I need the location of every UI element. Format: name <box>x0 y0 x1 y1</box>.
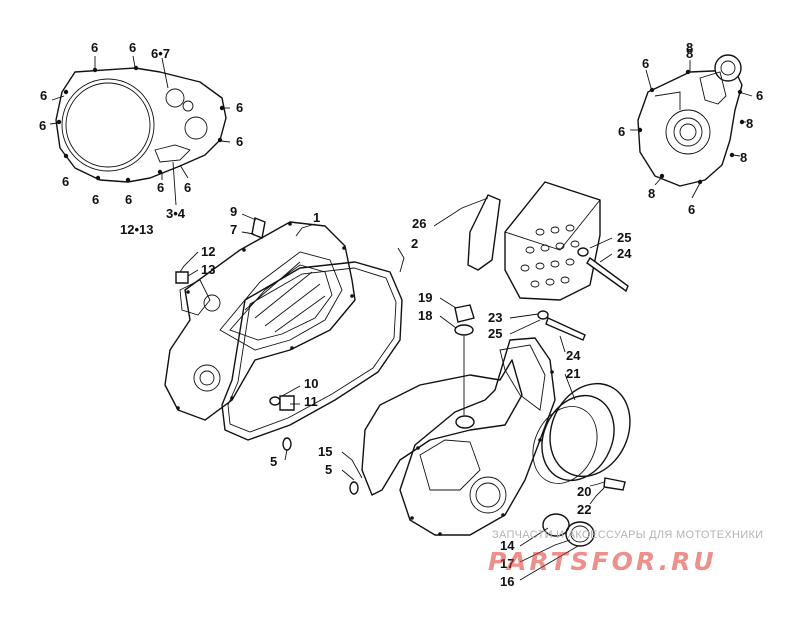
heat-shield <box>467 181 601 301</box>
callout-21: 21 <box>566 366 580 381</box>
callout-5-left: 5 <box>270 454 277 469</box>
callout-24-upper: 24 <box>617 246 632 261</box>
callout-c1-j: 6 <box>125 192 132 207</box>
magneto-cover <box>399 337 556 536</box>
clutch-cover <box>164 221 356 421</box>
callout-c2-h: 8 <box>686 40 693 55</box>
callout-25-lower: 25 <box>488 326 502 341</box>
callout-20: 20 <box>577 484 591 499</box>
callout-c1-d: 6 <box>40 88 47 103</box>
callout-c1-e: 6 <box>39 118 46 133</box>
callout-c2-c: 6 <box>756 88 763 103</box>
callout-14: 14 <box>500 538 515 553</box>
callout-24-lower: 24 <box>566 348 581 363</box>
callout-26: 26 <box>412 216 426 231</box>
callout-15: 15 <box>318 444 332 459</box>
callout-5-right: 5 <box>325 462 332 477</box>
callout-25-upper: 25 <box>617 230 631 245</box>
callout-c1-b: 6 <box>129 40 136 55</box>
callout-19: 19 <box>418 290 432 305</box>
inset-clutch-cover-bolt-pattern <box>49 55 231 206</box>
inset-stator-cover-bolt-pattern <box>630 54 753 199</box>
callout-12: 12 <box>201 244 215 259</box>
callout-c1-i: 6 <box>92 192 99 207</box>
callout-c2-d: 8 <box>746 116 753 131</box>
watermark: ЗАПЧАСТИ И АКСЕССУАРЫ ДЛЯ МОТОТЕХНИКИ PA… <box>488 529 763 576</box>
clutch-cover-gasket <box>221 261 403 441</box>
callout-c1-g: 6 <box>236 134 243 149</box>
callout-22: 22 <box>577 502 591 517</box>
callout-23: 23 <box>488 310 502 325</box>
callout-c2-b: 8 <box>686 46 693 61</box>
callout-16: 16 <box>500 574 514 589</box>
callout-c2-e: 6 <box>618 124 625 139</box>
callout-7: 7 <box>230 222 237 237</box>
callout-c1-h: 6 <box>62 174 69 189</box>
callout-10: 10 <box>304 376 318 391</box>
callout-c1-a: 6 <box>91 40 98 55</box>
callout-c1-m: 3•4 <box>166 206 186 221</box>
small-parts <box>175 217 629 547</box>
watermark-brand: PARTSFOR.RU <box>488 547 717 576</box>
inspection-cover <box>532 382 631 484</box>
callout-c1-k: 6 <box>157 180 164 195</box>
callout-c1-l: 6 <box>184 180 191 195</box>
callout-c2-a: 6 <box>642 56 649 71</box>
callout-c1-f: 6 <box>236 100 243 115</box>
callout-labels: 6 6 6•7 6 6 6 6 6 6 6 6 6 3•4 12•13 6 8 … <box>39 40 763 589</box>
callout-17: 17 <box>500 556 514 571</box>
callout-11: 11 <box>304 394 318 409</box>
callout-c1-c: 6•7 <box>151 46 170 61</box>
callout-13: 13 <box>201 262 215 277</box>
callout-1: 1 <box>313 210 320 225</box>
watermark-caption: ЗАПЧАСТИ И АКСЕССУАРЫ ДЛЯ МОТОТЕХНИКИ <box>492 529 763 541</box>
callout-c2-i: 6 <box>688 202 695 217</box>
leader-lines <box>179 197 613 581</box>
callout-c1-n: 12•13 <box>120 222 153 237</box>
callout-18: 18 <box>418 308 432 323</box>
callout-c2-f: 8 <box>740 150 747 165</box>
callout-c2-g: 8 <box>648 186 655 201</box>
callout-2: 2 <box>411 236 418 251</box>
callout-9: 9 <box>230 204 237 219</box>
magneto-cover-gasket <box>361 359 523 496</box>
